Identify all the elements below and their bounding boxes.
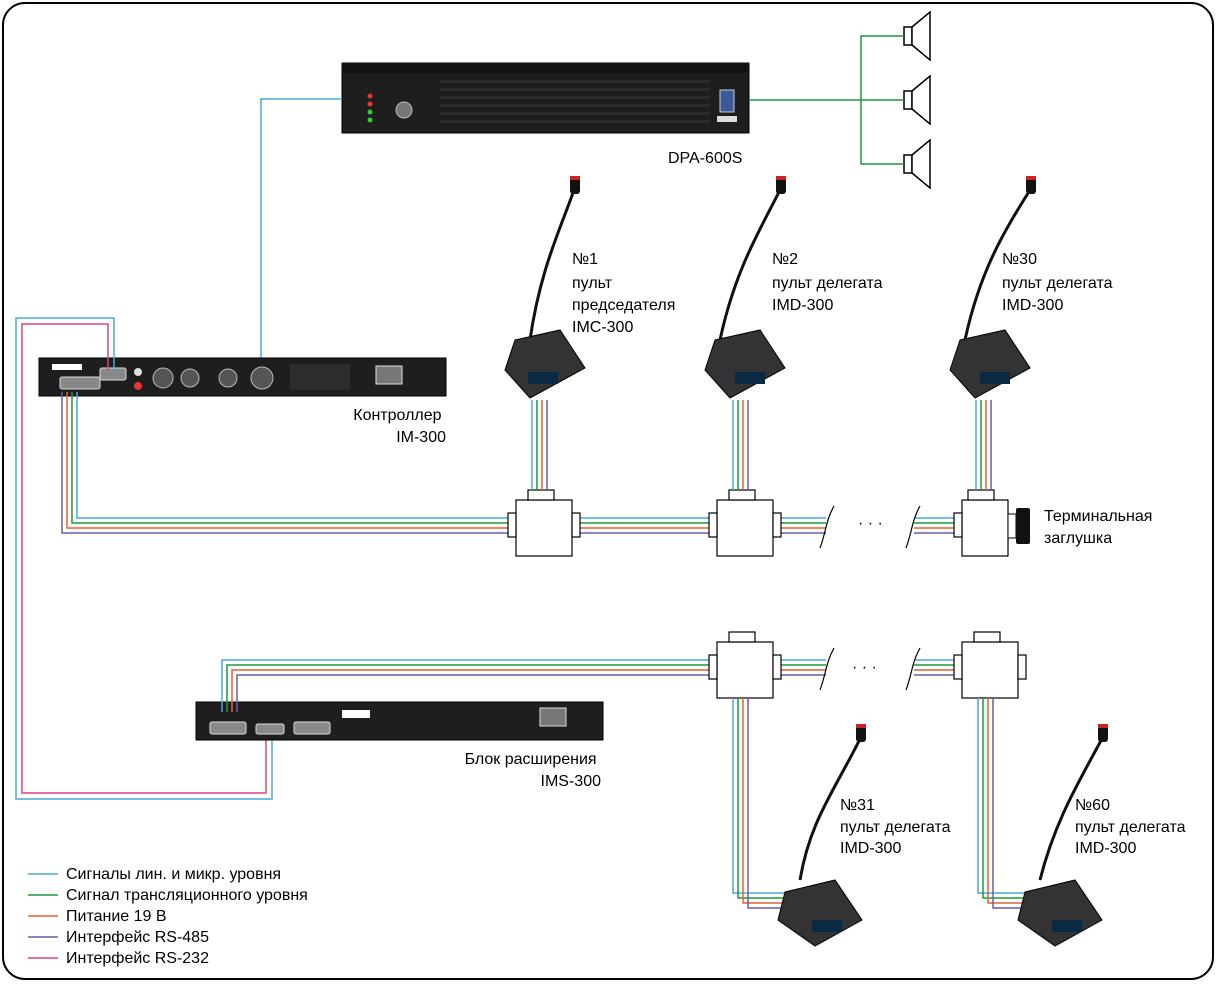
trunk-row-2 [221, 659, 955, 712]
legend-label: Сигналы лин. и микр. уровня [66, 866, 281, 883]
controller-im-300 [38, 357, 447, 397]
controller-label: Контроллер IM-300 [353, 407, 446, 446]
amplifier-dpa-600s [341, 62, 750, 134]
amp-input-line [260, 98, 342, 370]
legend-label: Питание 19 В [66, 908, 167, 925]
speaker-icon-2 [903, 74, 931, 126]
legend: Сигналы лин. и микр. уровня Сигнал транс… [28, 866, 308, 967]
delegate-2-label: №2 пульт делегата IMD-300 [772, 251, 887, 314]
terminator-plug [1007, 508, 1030, 544]
speaker-icon-1 [903, 10, 931, 62]
legend-item: Сигналы лин. и микр. уровня [28, 866, 281, 883]
expansion-unit-ims-300 [195, 701, 604, 741]
delegate-30-label: №30 пульт делегата IMD-300 [1002, 251, 1117, 314]
legend-label: Интерфейс RS-485 [66, 929, 209, 946]
t-connector-1 [507, 489, 581, 557]
delegate-31-label: №31 пульт делегата IMD-300 [840, 797, 955, 857]
chair-console-imc-300 [504, 176, 586, 399]
expansion-label: Блок расширения IMS-300 [465, 751, 602, 790]
t-connector-31 [708, 631, 782, 699]
break-mark-1a [819, 505, 835, 549]
trunk-row-1 [61, 392, 955, 534]
legend-item: Питание 19 В [28, 908, 167, 925]
t-connector-60 [953, 631, 1027, 699]
delegate-console-60 [1017, 724, 1108, 947]
ellipsis-row-2: · · · [852, 659, 877, 676]
break-mark-1b [905, 505, 921, 549]
console-drops-row-2 [732, 698, 1030, 909]
console-drops-row-1 [531, 400, 992, 490]
ellipsis-row-1: · · · [858, 515, 883, 532]
delegate-console-2 [704, 176, 786, 399]
t-connectors-row-1 [507, 489, 1009, 557]
legend-item: Интерфейс RS-232 [28, 950, 209, 967]
speakers [903, 10, 931, 190]
t-connectors-row-2 [708, 631, 1027, 699]
legend-label: Сигнал трансляционного уровня [66, 887, 308, 904]
t-connector-2 [708, 489, 782, 557]
delegate-60-label: №60 пульт делегата IMD-300 [1075, 797, 1190, 857]
chair-label: №1 пульт председателя IMC-300 [572, 251, 680, 336]
legend-label: Интерфейс RS-232 [66, 950, 209, 967]
broadcast-wiring [749, 35, 904, 165]
t-connector-30 [953, 489, 1009, 557]
break-mark-2a [819, 647, 835, 691]
amplifier-label: DPA-600S [668, 150, 742, 167]
legend-item: Интерфейс RS-485 [28, 929, 209, 946]
delegate-console-31 [777, 724, 866, 947]
legend-item: Сигнал трансляционного уровня [28, 887, 308, 904]
terminator-label: Терминальная заглушка [1044, 508, 1157, 547]
controller-expansion-link [15, 317, 273, 800]
delegate-console-30 [949, 176, 1036, 399]
break-mark-2b [905, 647, 921, 691]
